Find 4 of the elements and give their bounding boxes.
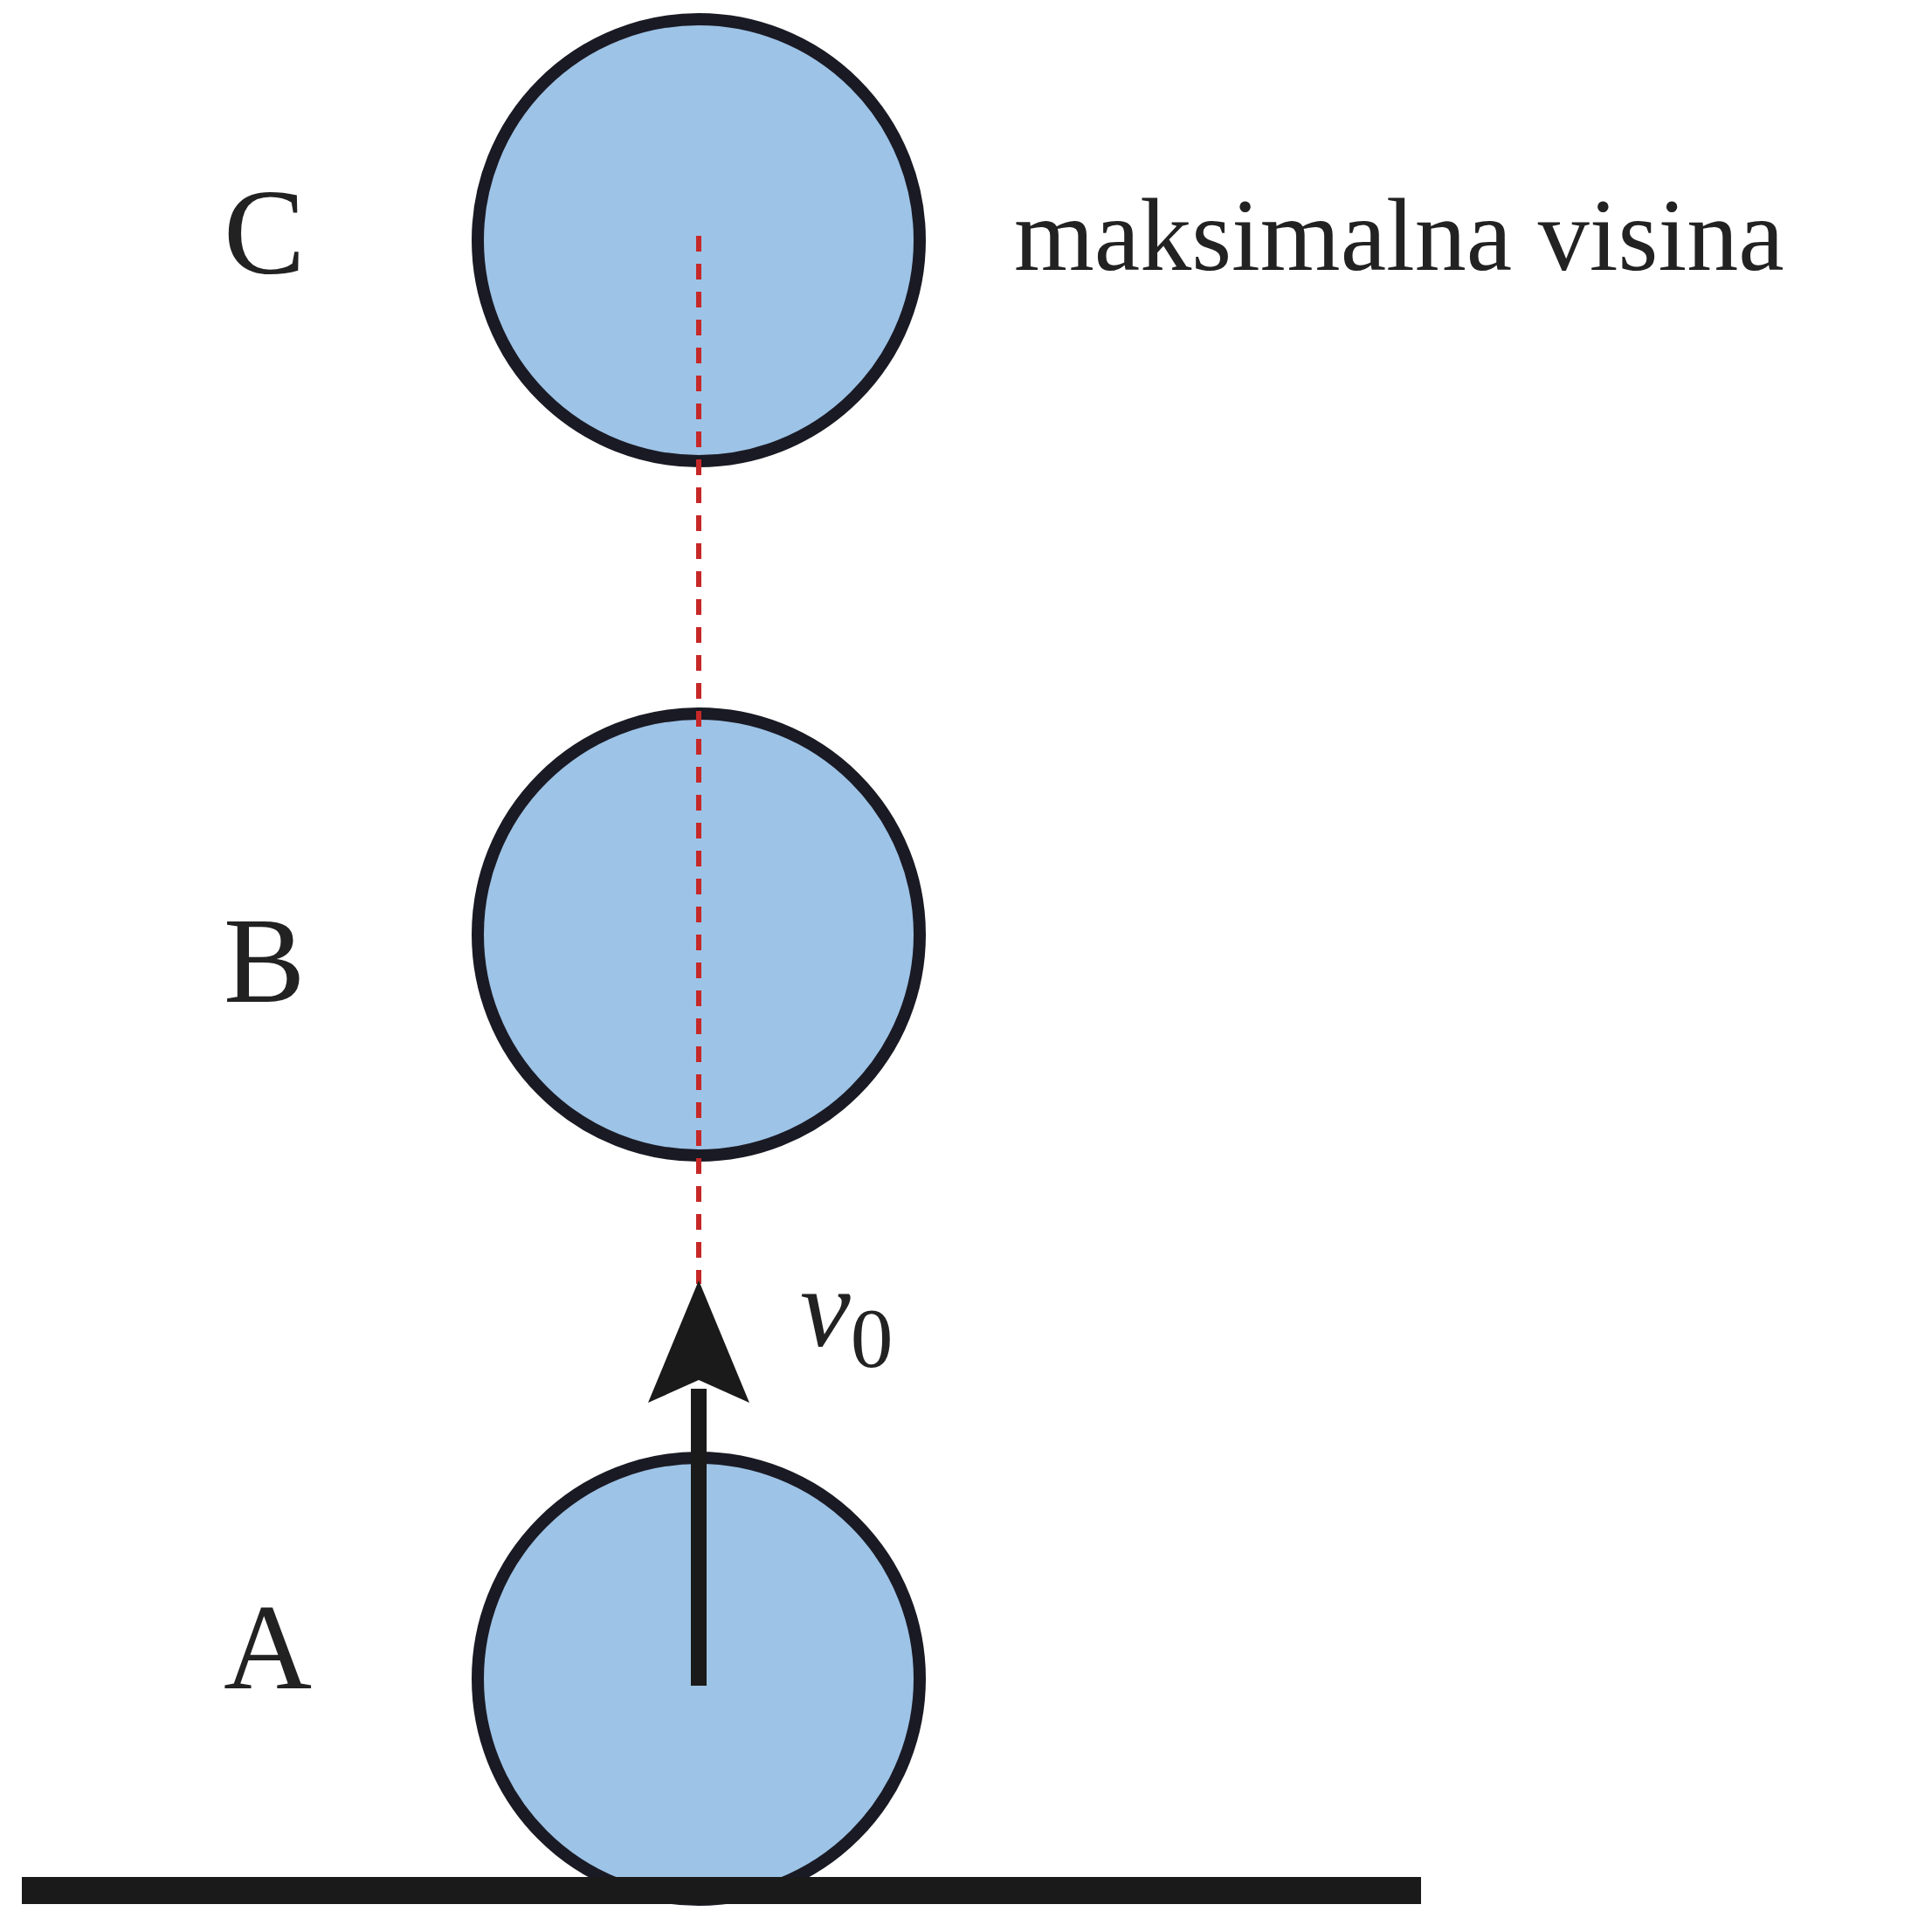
point-letter: A (224, 1586, 313, 1708)
point-letter: B (224, 900, 306, 1022)
point-letter: C (224, 171, 306, 293)
height-caption: maksimalna visina (1014, 184, 1784, 287)
